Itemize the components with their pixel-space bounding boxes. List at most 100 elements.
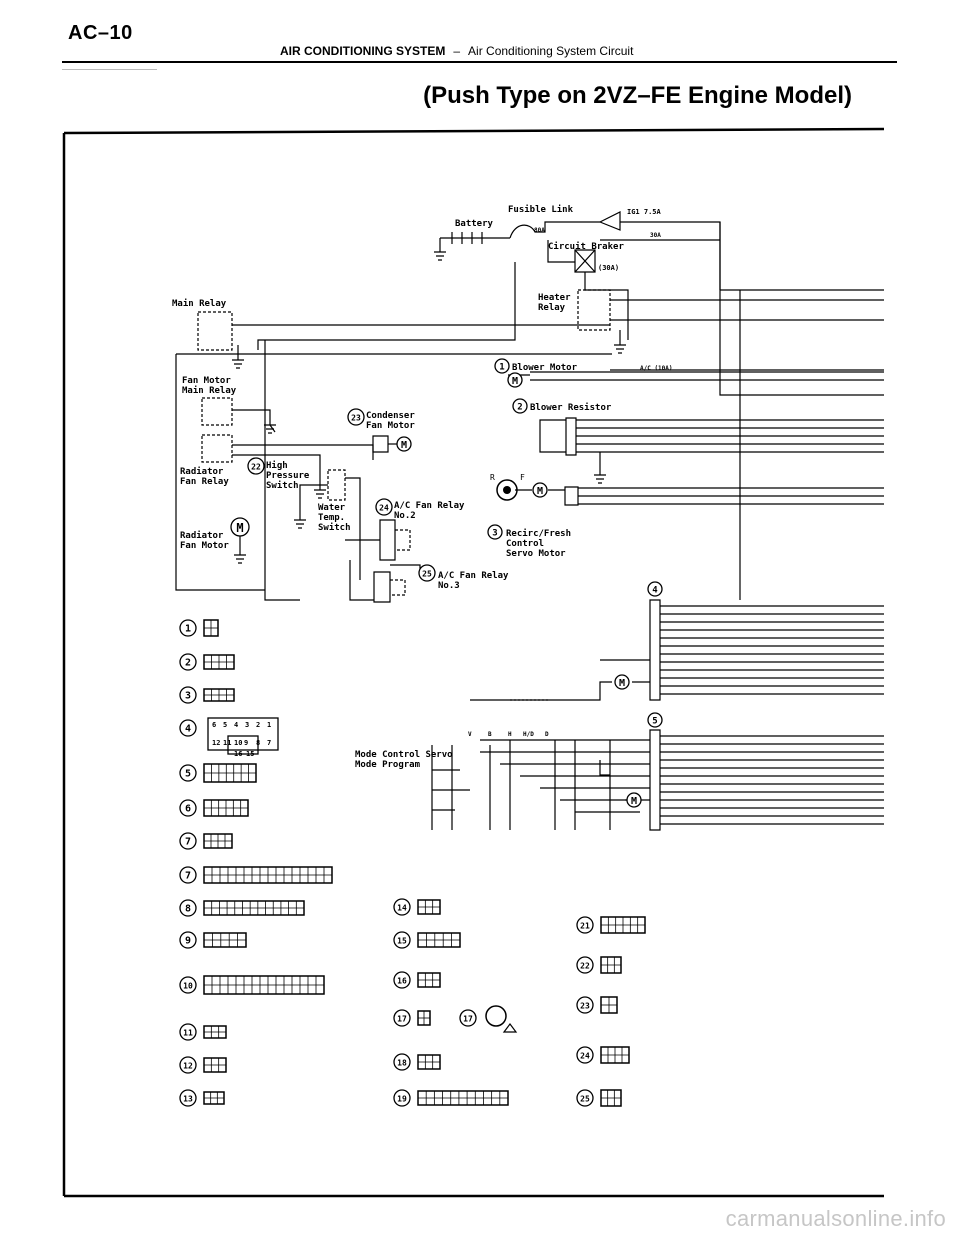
legend-number-circle xyxy=(393,1009,411,1027)
mode-col-d: D xyxy=(545,731,549,738)
connector-legend-middle-0: 14 xyxy=(393,898,441,916)
connector-legend-left-8: 8 xyxy=(179,899,305,917)
fuse-igi-label: IG1 7.5A xyxy=(627,208,662,216)
legend-number-circle xyxy=(179,619,197,637)
blower-motor-label: Blower Motor xyxy=(512,363,578,373)
connector4-pin-15: 15 xyxy=(246,750,254,758)
connector-legend-right-3: 24 xyxy=(576,1046,630,1064)
legend-number: 23 xyxy=(580,1002,590,1011)
legend-number: 7 xyxy=(185,837,191,848)
connector-legend-left-2: 3 xyxy=(179,686,235,704)
legend-number-circle xyxy=(179,1023,197,1041)
condenser-fan-motor-label-2: Fan Motor xyxy=(366,421,415,431)
legend-number: 24 xyxy=(580,1052,590,1061)
fuse-80a-label: 80A xyxy=(534,227,545,234)
ac-fan-relay-2-label-1: A/C Fan Relay xyxy=(394,501,465,511)
connector-legend-middle-2: 16 xyxy=(393,971,441,989)
component-callouts: 1 2 3 4 5 23 22 24 25 xyxy=(247,358,663,728)
high-pressure-switch-label-2: Pressure xyxy=(266,471,310,481)
connector4-pin-16: 16 xyxy=(234,750,242,758)
legend-number-circle xyxy=(179,1089,197,1107)
legend-number-circle xyxy=(576,956,594,974)
callout-2: 2 xyxy=(517,403,522,413)
radiator-fan-relay-label-1: Radiator xyxy=(180,466,224,477)
cb-rating-label: (30A) xyxy=(598,264,619,272)
diagram-title: (Push Type on 2VZ–FE Engine Model) xyxy=(423,82,852,109)
ac-fan-relay-2-label-2: No.2 xyxy=(394,511,416,521)
legend-number: 17 xyxy=(463,1015,473,1024)
connector4-motor-icon xyxy=(614,674,630,690)
recirc-damper-icon xyxy=(496,479,518,501)
radiator-fan-motor-label-2: Fan Motor xyxy=(180,541,229,551)
water-temp-switch-label-1: Water xyxy=(318,503,346,513)
mode-col-hd: H/D xyxy=(523,731,534,738)
connector4-pin-5: 5 xyxy=(223,721,227,729)
connector4-pin-9: 9 xyxy=(244,739,248,747)
legend-number-circle xyxy=(576,996,594,1014)
connector4-pin-7: 7 xyxy=(267,739,271,747)
connector4-pin-12: 12 xyxy=(212,739,220,747)
legend-number-circle xyxy=(179,832,197,850)
fan-motor-main-relay-label-2: Main Relay xyxy=(182,385,237,396)
mode-col-b: B xyxy=(488,731,492,738)
connector-legend-middle-1: 15 xyxy=(393,931,461,949)
legend-number-circle xyxy=(393,1053,411,1071)
page-label: AC–10 xyxy=(68,22,133,44)
fan-motor-main-relay-label-1: Fan Motor xyxy=(182,376,231,386)
connector-legend-left-11: 11 xyxy=(179,1023,227,1041)
legend-number: 4 xyxy=(185,724,191,735)
connector-legend-left-4: 5 xyxy=(179,763,257,783)
blower-resistor-label: Blower Resistor xyxy=(530,402,612,413)
connector-legend-left-5: 6 xyxy=(179,799,249,817)
ac-fan-relay-3-label-1: A/C Fan Relay xyxy=(438,571,509,581)
connector-legend-middle-4: 17 xyxy=(459,1005,518,1033)
connector-key-glyph xyxy=(502,1023,518,1033)
callout-22: 22 xyxy=(251,463,261,472)
legend-number: 21 xyxy=(580,922,590,931)
radiator-fan-relay-label-2: Fan Relay xyxy=(180,477,229,487)
ac-fuse-label: A/C (10A) xyxy=(640,365,673,372)
legend-number-circle xyxy=(179,899,197,917)
legend-number-circle xyxy=(576,1089,594,1107)
battery-label: Battery xyxy=(455,219,494,229)
legend-number-circle xyxy=(393,898,411,916)
heater-relay-label-1: Heater xyxy=(538,293,571,303)
ac-fan-relay-3-label-2: No.3 xyxy=(438,581,460,591)
fusible-link-label: Fusible Link xyxy=(508,204,574,215)
page-header: AIR CONDITIONING SYSTEM–Air Conditioning… xyxy=(280,44,633,58)
header-rule xyxy=(62,61,897,63)
header-separator: – xyxy=(453,44,461,58)
callout-25: 25 xyxy=(422,570,432,579)
frame-top xyxy=(63,127,885,135)
callout-23: 23 xyxy=(351,414,361,423)
connector4-pin-1: 1 xyxy=(267,721,271,729)
callout-1: 1 xyxy=(499,363,504,373)
recirc-r-letter: R xyxy=(490,473,495,482)
connector-legend-left-9: 9 xyxy=(179,931,247,949)
condenser-fan-motor-label-1: Condenser xyxy=(366,411,415,421)
legend-number: 16 xyxy=(397,977,407,986)
legend-number-circle xyxy=(179,866,197,884)
connector4-pin-10: 10 xyxy=(234,739,242,747)
legend-number: 7 xyxy=(185,871,191,882)
callout-5: 5 xyxy=(652,717,657,727)
recirc-f-letter: F xyxy=(520,473,525,482)
condenser-fan-motor-symbol: M xyxy=(401,440,407,451)
callout-24: 24 xyxy=(379,504,389,513)
callout-3: 3 xyxy=(492,529,497,539)
recirc-servo-label-1: Recirc/Fresh xyxy=(506,528,571,539)
legend-number-circle xyxy=(179,764,197,782)
legend-number: 17 xyxy=(397,1015,407,1024)
radiator-fan-motor-symbol: M xyxy=(236,521,243,535)
legend-number: 6 xyxy=(185,804,191,815)
mode-col-h: H xyxy=(508,731,512,738)
subsection-title: Air Conditioning System Circuit xyxy=(468,44,634,58)
mode-servo-motor-symbol: M xyxy=(631,796,637,807)
legend-number-circle xyxy=(576,916,594,934)
connector-legend-left-10: 10 xyxy=(179,975,325,995)
legend-number-circle xyxy=(393,971,411,989)
connector-legend-left-12: 12 xyxy=(179,1056,227,1074)
circuit-breaker-label: Circuit Braker xyxy=(548,241,624,252)
